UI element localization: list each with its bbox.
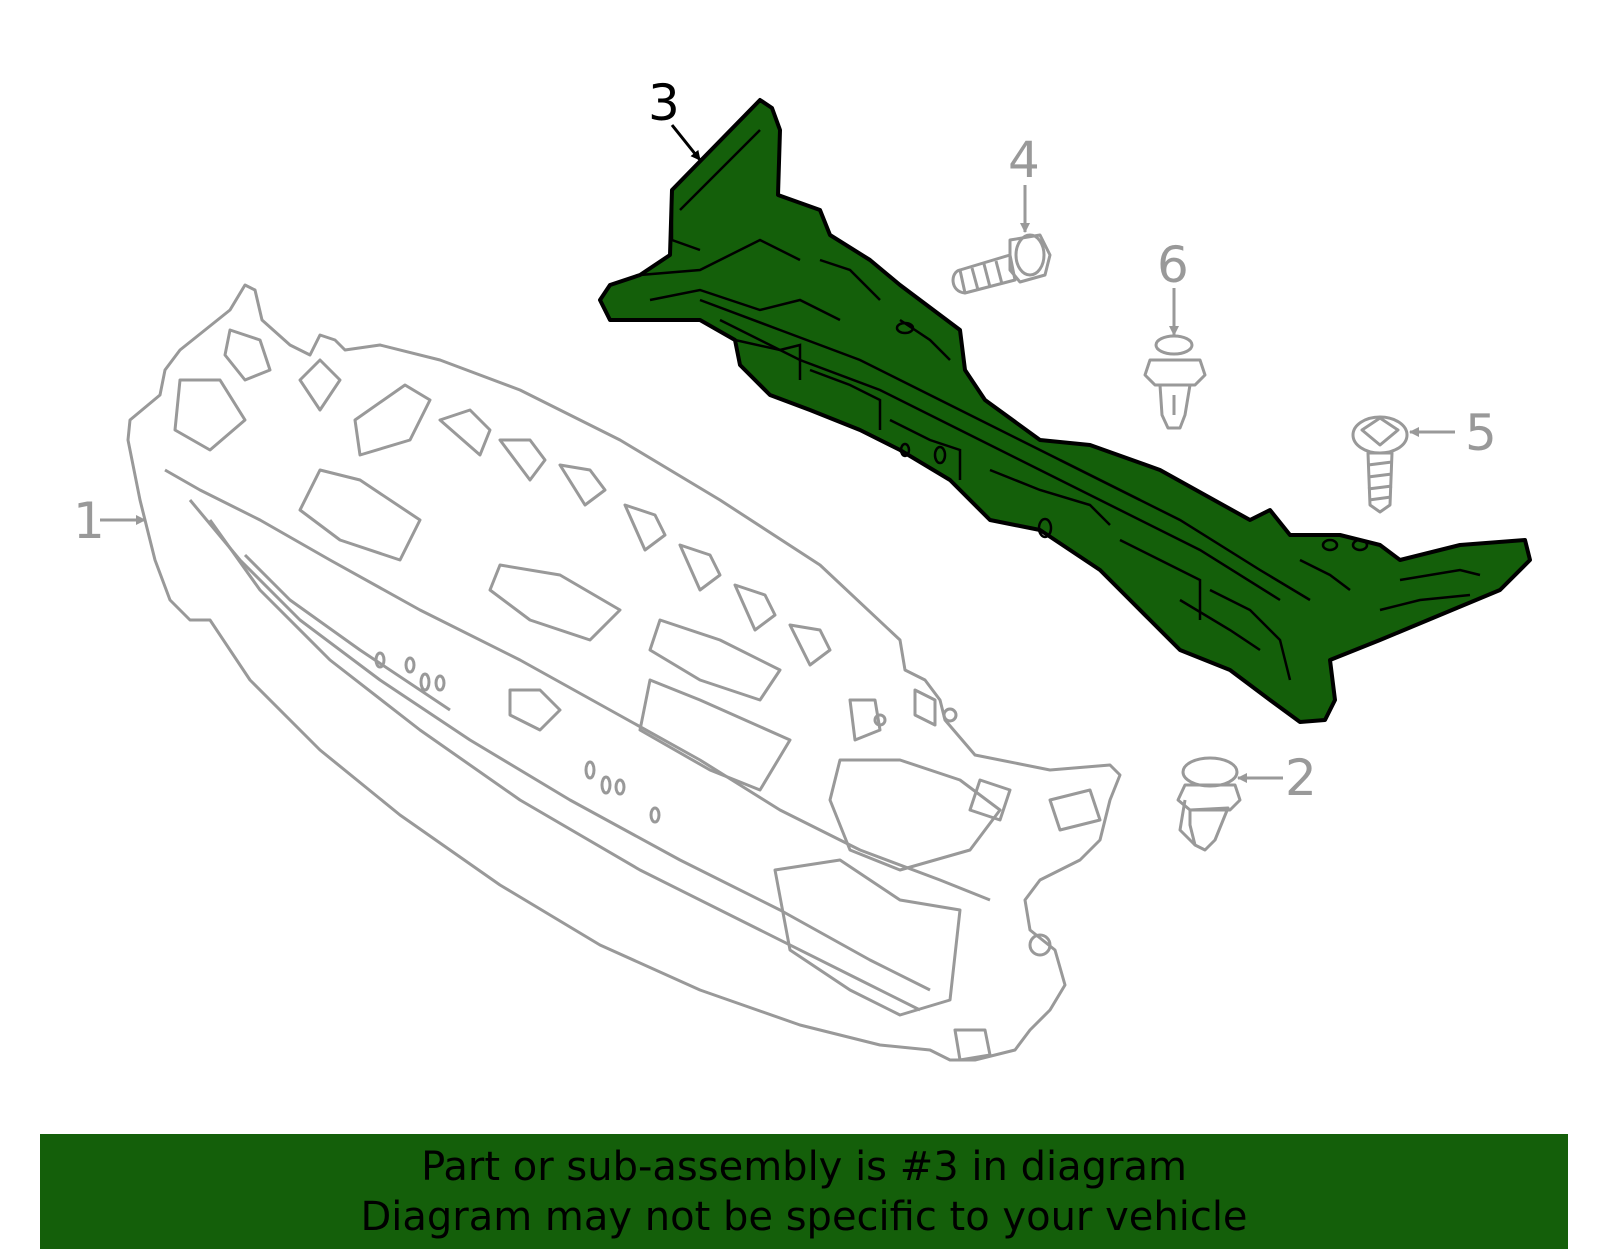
notice-banner: Part or sub-assembly is #3 in diagram Di… (40, 1134, 1568, 1249)
callout-arrows (100, 124, 1455, 783)
part-2-retainer (1176, 756, 1242, 852)
callout-4: 4 (1008, 131, 1040, 189)
parts-diagram: 1 2 3 4 5 6 (73, 74, 1532, 1062)
callout-3: 3 (648, 74, 680, 132)
part-5-screw (1351, 415, 1409, 514)
callout-5: 5 (1465, 404, 1497, 462)
part-3-highlighted-bracket (598, 98, 1532, 724)
part-4-bolt (951, 233, 1052, 295)
callout-6: 6 (1157, 236, 1189, 294)
callout-1: 1 (73, 492, 105, 550)
arrow-3 (670, 124, 702, 161)
part-6-clip (1143, 334, 1207, 430)
banner-line-disclaimer: Diagram may not be specific to your vehi… (360, 1193, 1248, 1240)
callout-2: 2 (1285, 749, 1317, 807)
banner-line-part: Part or sub-assembly is #3 in diagram (421, 1143, 1187, 1190)
part-1-bumper-assembly (126, 283, 1122, 1062)
